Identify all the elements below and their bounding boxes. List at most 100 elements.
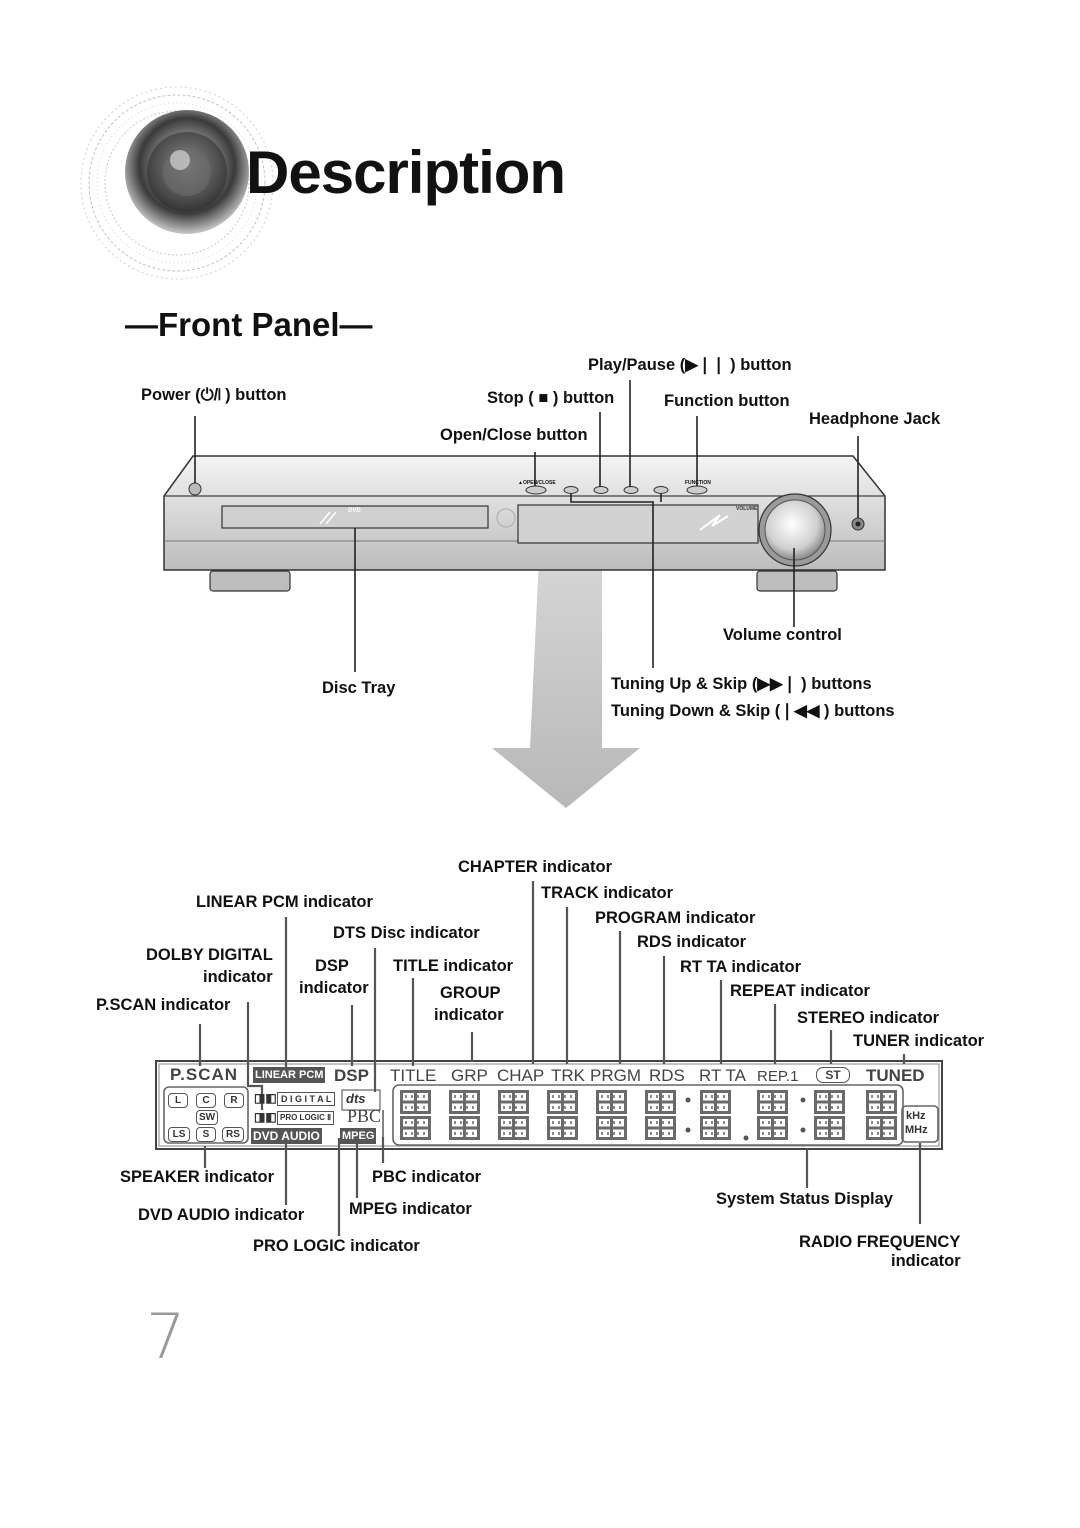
seg-st: ST bbox=[816, 1067, 850, 1083]
repeat-indicator-label: REPEAT indicator bbox=[730, 982, 870, 1000]
rds-indicator-label: RDS indicator bbox=[637, 933, 747, 951]
segment-digit-cell bbox=[700, 1116, 731, 1140]
seg-linear-pcm: LINEAR PCM bbox=[253, 1067, 326, 1083]
segment-digit-cell bbox=[547, 1116, 578, 1140]
segment-digit-cell bbox=[866, 1090, 897, 1114]
seg-rds: RDS bbox=[649, 1066, 685, 1085]
function-button-label: Function button bbox=[664, 392, 790, 410]
program-indicator-label: PROGRAM indicator bbox=[595, 909, 756, 927]
headphone-jack-label: Headphone Jack bbox=[809, 410, 941, 428]
section-title: —Front Panel— bbox=[125, 306, 373, 343]
stop-button-label: Stop ( ■ ) button bbox=[487, 389, 615, 407]
play-pause-button-label: Play/Pause (▶❘❘ ) button bbox=[588, 356, 792, 374]
seg-dsp: DSP bbox=[334, 1066, 369, 1085]
segment-digit-cell bbox=[400, 1090, 431, 1114]
seg-grp: GRP bbox=[451, 1066, 488, 1085]
speaker-logo-icon bbox=[80, 86, 274, 280]
stereo-indicator-label: STEREO indicator bbox=[797, 1009, 940, 1027]
segment-digit-cell bbox=[814, 1090, 845, 1114]
seg-pscan: P.SCAN bbox=[170, 1065, 239, 1084]
chapter-indicator-label: CHAPTER indicator bbox=[458, 858, 613, 876]
seg-spk-c: C bbox=[196, 1093, 216, 1108]
mpeg-indicator-label: MPEG indicator bbox=[349, 1200, 472, 1218]
seg-rep1: REP.1 bbox=[757, 1068, 799, 1085]
segment-separator-dot bbox=[800, 1127, 806, 1133]
seg-rt-ta: RT TA bbox=[699, 1066, 746, 1085]
segment-digits bbox=[400, 1090, 897, 1141]
panel-function-text: FUNCTION bbox=[685, 480, 711, 486]
page-number: 7 bbox=[146, 1300, 186, 1373]
segment-digit-cell bbox=[449, 1116, 480, 1140]
seg-chap: CHAP bbox=[497, 1066, 545, 1085]
segment-digit-cell bbox=[645, 1116, 676, 1140]
segment-digit-cell bbox=[596, 1116, 627, 1140]
segment-digit-cell bbox=[700, 1090, 731, 1114]
segment-separator-dot bbox=[743, 1135, 749, 1141]
open-close-button-label: Open/Close button bbox=[440, 426, 588, 444]
tuner-indicator-label: TUNER indicator bbox=[853, 1032, 985, 1050]
dsp-indicator-label: DSP bbox=[315, 957, 349, 975]
dvd-receiver-body bbox=[163, 455, 886, 571]
seg-spk-rs: RS bbox=[222, 1127, 244, 1142]
group-indicator-sub: indicator bbox=[434, 1006, 504, 1024]
dts-disc-indicator-label: DTS Disc indicator bbox=[333, 924, 480, 942]
front-panel-leader-lines bbox=[194, 380, 859, 672]
dolby-pro-logic-icon: ◨◧ bbox=[254, 1110, 277, 1124]
display-leader-lines bbox=[198, 881, 922, 1236]
seg-digital: D I G I T A L bbox=[277, 1092, 336, 1106]
dolby-digital-indicator-label: DOLBY DIGITAL bbox=[146, 946, 273, 964]
device-foot-left bbox=[209, 570, 291, 592]
speaker-indicator-label: SPEAKER indicator bbox=[120, 1168, 275, 1186]
seg-spk-s: S bbox=[196, 1127, 216, 1142]
tuning-up-label: Tuning Up & Skip (▶▶❘ ) buttons bbox=[611, 675, 872, 693]
seg-tuned: TUNED bbox=[866, 1066, 925, 1085]
power-button-label: Power (⏻/❘ ) button bbox=[141, 386, 287, 404]
seg-pro-logic: PRO LOGIC Ⅱ bbox=[277, 1111, 335, 1125]
segment-separator-dot bbox=[800, 1097, 806, 1103]
seg-spk-r: R bbox=[224, 1093, 244, 1108]
seg-khz: kHz bbox=[906, 1110, 926, 1122]
seg-title: TITLE bbox=[390, 1066, 437, 1085]
title-indicator-label: TITLE indicator bbox=[393, 957, 514, 975]
seg-spk-l: L bbox=[168, 1093, 188, 1108]
segment-digit-cell bbox=[757, 1116, 788, 1140]
panel-open-close-text: ▲OPEN/CLOSE bbox=[518, 480, 556, 486]
dsp-indicator-sub: indicator bbox=[299, 979, 369, 997]
seg-prgm: PRGM bbox=[590, 1066, 641, 1085]
segment-separator-dot bbox=[685, 1097, 691, 1103]
volume-control-label: Volume control bbox=[723, 626, 842, 644]
segment-digit-cell bbox=[498, 1090, 529, 1114]
segment-separator-dot bbox=[685, 1127, 691, 1133]
seg-spk-ls: LS bbox=[168, 1127, 190, 1142]
segment-digit-cell bbox=[498, 1116, 529, 1140]
rt-ta-indicator-label: RT TA indicator bbox=[680, 958, 801, 976]
radio-frequency-indicator-label: RADIO FREQUENCY bbox=[799, 1233, 961, 1251]
pro-logic-indicator-label: PRO LOGIC indicator bbox=[253, 1237, 420, 1255]
panel-dvd-logo: DVD bbox=[348, 508, 361, 514]
segment-digit-cell bbox=[400, 1116, 431, 1140]
segment-digit-cell bbox=[596, 1090, 627, 1114]
group-indicator-label: GROUP bbox=[440, 984, 501, 1002]
seg-spk-sw: SW bbox=[196, 1110, 218, 1125]
device-foot-right bbox=[756, 570, 838, 592]
segment-digit-cell bbox=[449, 1090, 480, 1114]
segment-digit-cell bbox=[814, 1116, 845, 1140]
down-arrow-icon bbox=[492, 537, 640, 808]
system-status-display-label: System Status Display bbox=[716, 1190, 893, 1208]
seg-mhz: MHz bbox=[905, 1124, 928, 1136]
dolby-logo-icon: ◨◧ bbox=[254, 1091, 277, 1105]
panel-volume-text: VOLUME bbox=[736, 506, 758, 512]
segment-digit-cell bbox=[757, 1090, 788, 1114]
pscan-indicator-label: P.SCAN indicator bbox=[96, 996, 231, 1014]
pbc-indicator-label: PBC indicator bbox=[372, 1168, 482, 1186]
segment-digit-cell bbox=[547, 1090, 578, 1114]
page-title: Description bbox=[246, 139, 566, 206]
disc-tray-label: Disc Tray bbox=[322, 679, 396, 697]
seg-mpeg: MPEG bbox=[340, 1128, 377, 1144]
dolby-digital-indicator-sub: indicator bbox=[203, 968, 273, 986]
seg-trk: TRK bbox=[551, 1066, 585, 1085]
track-indicator-label: TRACK indicator bbox=[541, 884, 673, 902]
radio-frequency-indicator-sub: indicator bbox=[891, 1252, 961, 1270]
tuning-down-label: Tuning Down & Skip (❘◀◀ ) buttons bbox=[611, 702, 895, 720]
